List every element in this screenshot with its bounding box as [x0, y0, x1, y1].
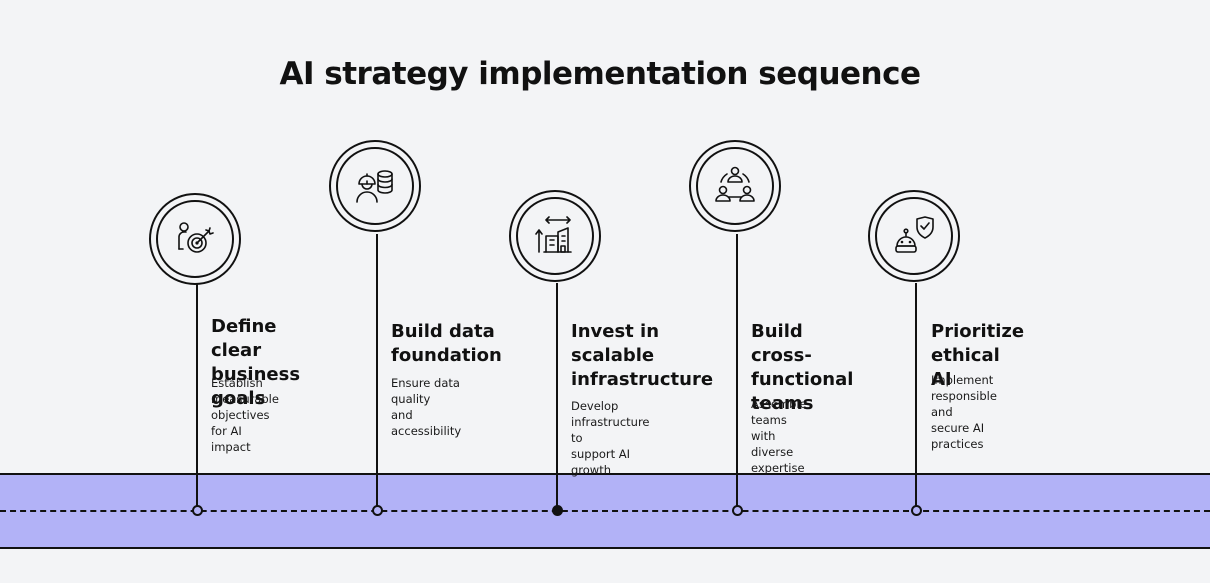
- target-goal-icon: [178, 222, 214, 253]
- building-growth-icon: [535, 216, 572, 253]
- timeline-node: [911, 505, 922, 516]
- timeline-node: [372, 505, 383, 516]
- engineer-database-icon: [356, 170, 393, 203]
- robot-shield-icon: [895, 216, 934, 253]
- step-badge: [689, 140, 781, 232]
- diagram-title: AI strategy implementation sequence: [279, 56, 921, 92]
- step-badge: [509, 190, 601, 282]
- step-badge: [149, 193, 241, 285]
- step-badge: [329, 140, 421, 232]
- timeline-road: [0, 473, 1210, 549]
- timeline-node: [192, 505, 203, 516]
- step-connector-line: [376, 234, 378, 507]
- step-connector-line: [915, 283, 917, 507]
- step-connector-line: [556, 283, 558, 507]
- timeline-node: [732, 505, 743, 516]
- step-badge: [868, 190, 960, 282]
- step-connector-line: [736, 234, 738, 507]
- team-network-icon: [715, 166, 755, 202]
- step-connector-line: [196, 283, 198, 507]
- road-center-dashed-line: [0, 510, 1210, 512]
- timeline-node: [552, 505, 563, 516]
